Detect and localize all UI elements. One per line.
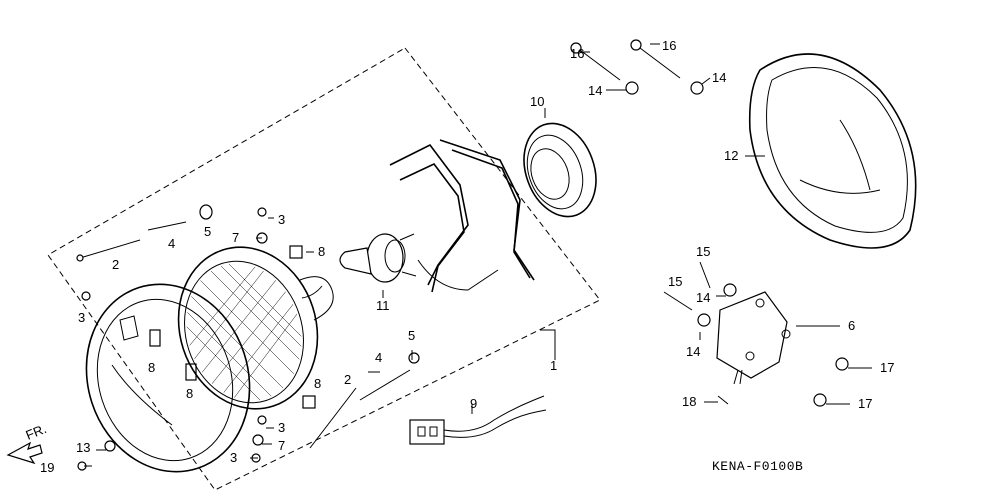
headlight-bulb [301,233,417,299]
callout-3: 3 [230,450,237,465]
callout-3: 3 [278,212,285,227]
callout-19: 19 [40,460,54,475]
mounting-bracket [716,291,791,385]
callout-5: 5 [204,224,211,239]
callout-4: 4 [168,236,175,251]
callout-6: 6 [848,318,855,333]
headlight-stay [389,139,535,293]
callout-3: 3 [278,420,285,435]
callout-2: 2 [112,257,119,272]
callout-15: 15 [696,244,710,259]
callout-labels: 1 2 2 3 3 3 3 4 4 5 5 6 7 7 8 8 8 8 9 10… [40,38,894,475]
callout-15: 15 [668,274,682,289]
headlight-case [748,53,917,249]
direction-label: FR. [24,421,49,443]
wire-harness [409,395,547,445]
front-direction-arrow [6,441,43,465]
assembly-outline [47,47,601,491]
callout-14: 14 [696,290,710,305]
callout-2: 2 [344,372,351,387]
callout-7: 7 [278,438,285,453]
callout-14: 14 [712,70,726,85]
callout-3: 3 [78,310,85,325]
callout-5: 5 [408,328,415,343]
callout-9: 9 [470,396,477,411]
fasteners [76,39,849,471]
leader-lines [84,43,872,467]
callout-12: 12 [724,148,738,163]
callout-10: 10 [530,94,544,109]
callout-8: 8 [318,244,325,259]
callout-4: 4 [375,350,382,365]
callout-8: 8 [148,360,155,375]
callout-13: 13 [76,440,90,455]
callout-18: 18 [682,394,696,409]
callout-7: 7 [232,230,239,245]
headlight-rim [85,283,251,473]
callout-8: 8 [186,386,193,401]
callout-14: 14 [588,83,602,98]
callout-1: 1 [550,358,557,373]
callout-8: 8 [314,376,321,391]
callout-17: 17 [858,396,872,411]
callout-14: 14 [686,344,700,359]
callout-17: 17 [880,360,894,375]
diagram-code: KENA-F0100B [712,459,803,474]
headlight-lens-unit [169,246,334,416]
callout-11: 11 [376,298,390,313]
socket-cover [523,122,597,218]
callout-16: 16 [662,38,676,53]
callout-16: 16 [570,46,584,61]
